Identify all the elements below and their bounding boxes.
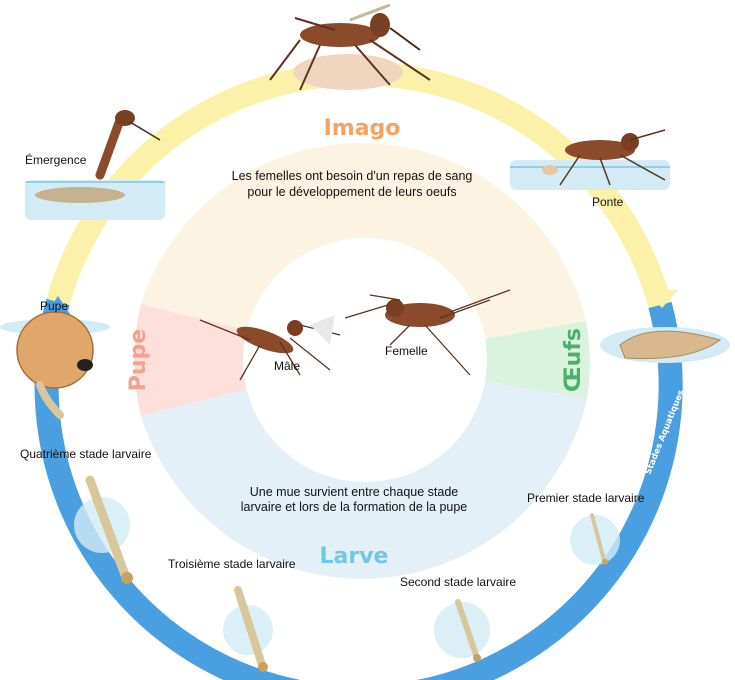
imago-mosquito-illustration — [269, 3, 431, 91]
male-label: Mâle — [274, 359, 300, 373]
pupe-label: Pupe — [40, 299, 68, 313]
larve-note-line1: Une mue survient entre chaque stade — [250, 485, 459, 499]
inner-sectors — [134, 142, 590, 579]
ring-water-arc — [34, 298, 683, 680]
male-mosquito-illustration — [199, 315, 341, 381]
pupa-illustration — [0, 311, 110, 419]
ponte-illustration — [510, 129, 670, 190]
imago-title: Imago — [324, 116, 401, 141]
inner-white-disc — [243, 238, 487, 482]
larve-title: Larve — [320, 544, 389, 569]
first-instar-label: Premier stade larvaire — [527, 491, 645, 505]
fourth-instar-illustration — [74, 475, 133, 584]
femelle-label: Femelle — [385, 344, 428, 358]
female-mosquito-illustration — [344, 289, 511, 376]
larve-note-line2: larvaire et lors de la formation de la p… — [241, 500, 468, 514]
second-instar-label: Second stade larvaire — [400, 575, 516, 589]
fourth-instar-label: Quatrième stade larvaire — [20, 447, 152, 461]
egg-raft-illustration — [600, 327, 730, 363]
first-instar-illustration — [570, 513, 620, 565]
third-instar-label: Troisième stade larvaire — [168, 557, 296, 571]
third-instar-illustration — [223, 586, 273, 672]
pupe-title: Pupe — [126, 329, 151, 391]
second-instar-illustration — [434, 599, 490, 662]
imago-note-line2: pour le développement de leurs oeufs — [247, 185, 456, 199]
ponte-label: Ponte — [592, 195, 624, 209]
emergence-illustration — [25, 110, 165, 220]
emergence-label: Émergence — [25, 152, 87, 167]
oeufs-title: Œufs — [561, 328, 586, 392]
imago-note-line1: Les femelles ont besoin d'un repas de sa… — [232, 169, 473, 183]
ring-arrow-ponte — [645, 290, 678, 308]
